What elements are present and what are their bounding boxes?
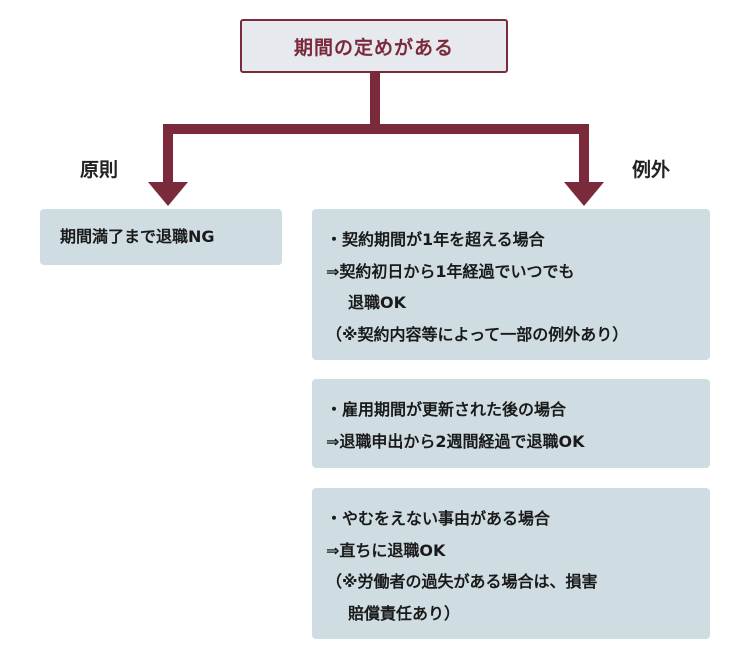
exception-card-1-line: ・契約期間が1年を超える場合 [326, 230, 545, 249]
exception-card-3-line: （※労働者の過失がある場合は、損害 [326, 572, 598, 591]
exception-card-3-line: 賠償責任あり） [348, 603, 461, 623]
exception-card-2-line: ⇒退職申出から2週間経過で退職OK [326, 431, 585, 451]
exception-card-1: ・契約期間が1年を超える場合 ⇒契約初日から1年経過でいつでも 退職OK （※契… [312, 209, 710, 360]
principle-label: 原則 [80, 159, 119, 181]
root-stem [370, 73, 380, 129]
horizontal-bar [163, 124, 589, 134]
principle-text: 期間満了まで退職NG [60, 227, 215, 247]
exception-card-1-line: 退職OK [348, 293, 407, 312]
left-arrow-icon [148, 182, 188, 206]
exception-card-3: ・やむをえない事由がある場合 ⇒直ちに退職OK （※労働者の過失がある場合は、損… [312, 488, 710, 639]
principle-card: 期間満了まで退職NG [40, 209, 282, 265]
exception-card-1-line: ⇒契約初日から1年経過でいつでも [326, 261, 575, 281]
root-node: 期間の定めがある [240, 19, 508, 73]
exception-card-3-line: ・やむをえない事由がある場合 [326, 509, 551, 528]
right-drop [579, 124, 589, 184]
exception-label: 例外 [632, 159, 671, 181]
exception-card-2: ・雇用期間が更新された後の場合 ⇒退職申出から2週間経過で退職OK [312, 379, 710, 468]
exception-card-3-line: ⇒直ちに退職OK [326, 540, 446, 560]
exception-card-1-line: （※契約内容等によって一部の例外あり） [326, 324, 629, 344]
exception-card-2-line: ・雇用期間が更新された後の場合 [326, 400, 567, 419]
right-arrow-icon [564, 182, 604, 206]
left-drop [163, 124, 173, 184]
root-title: 期間の定めがある [293, 36, 454, 59]
